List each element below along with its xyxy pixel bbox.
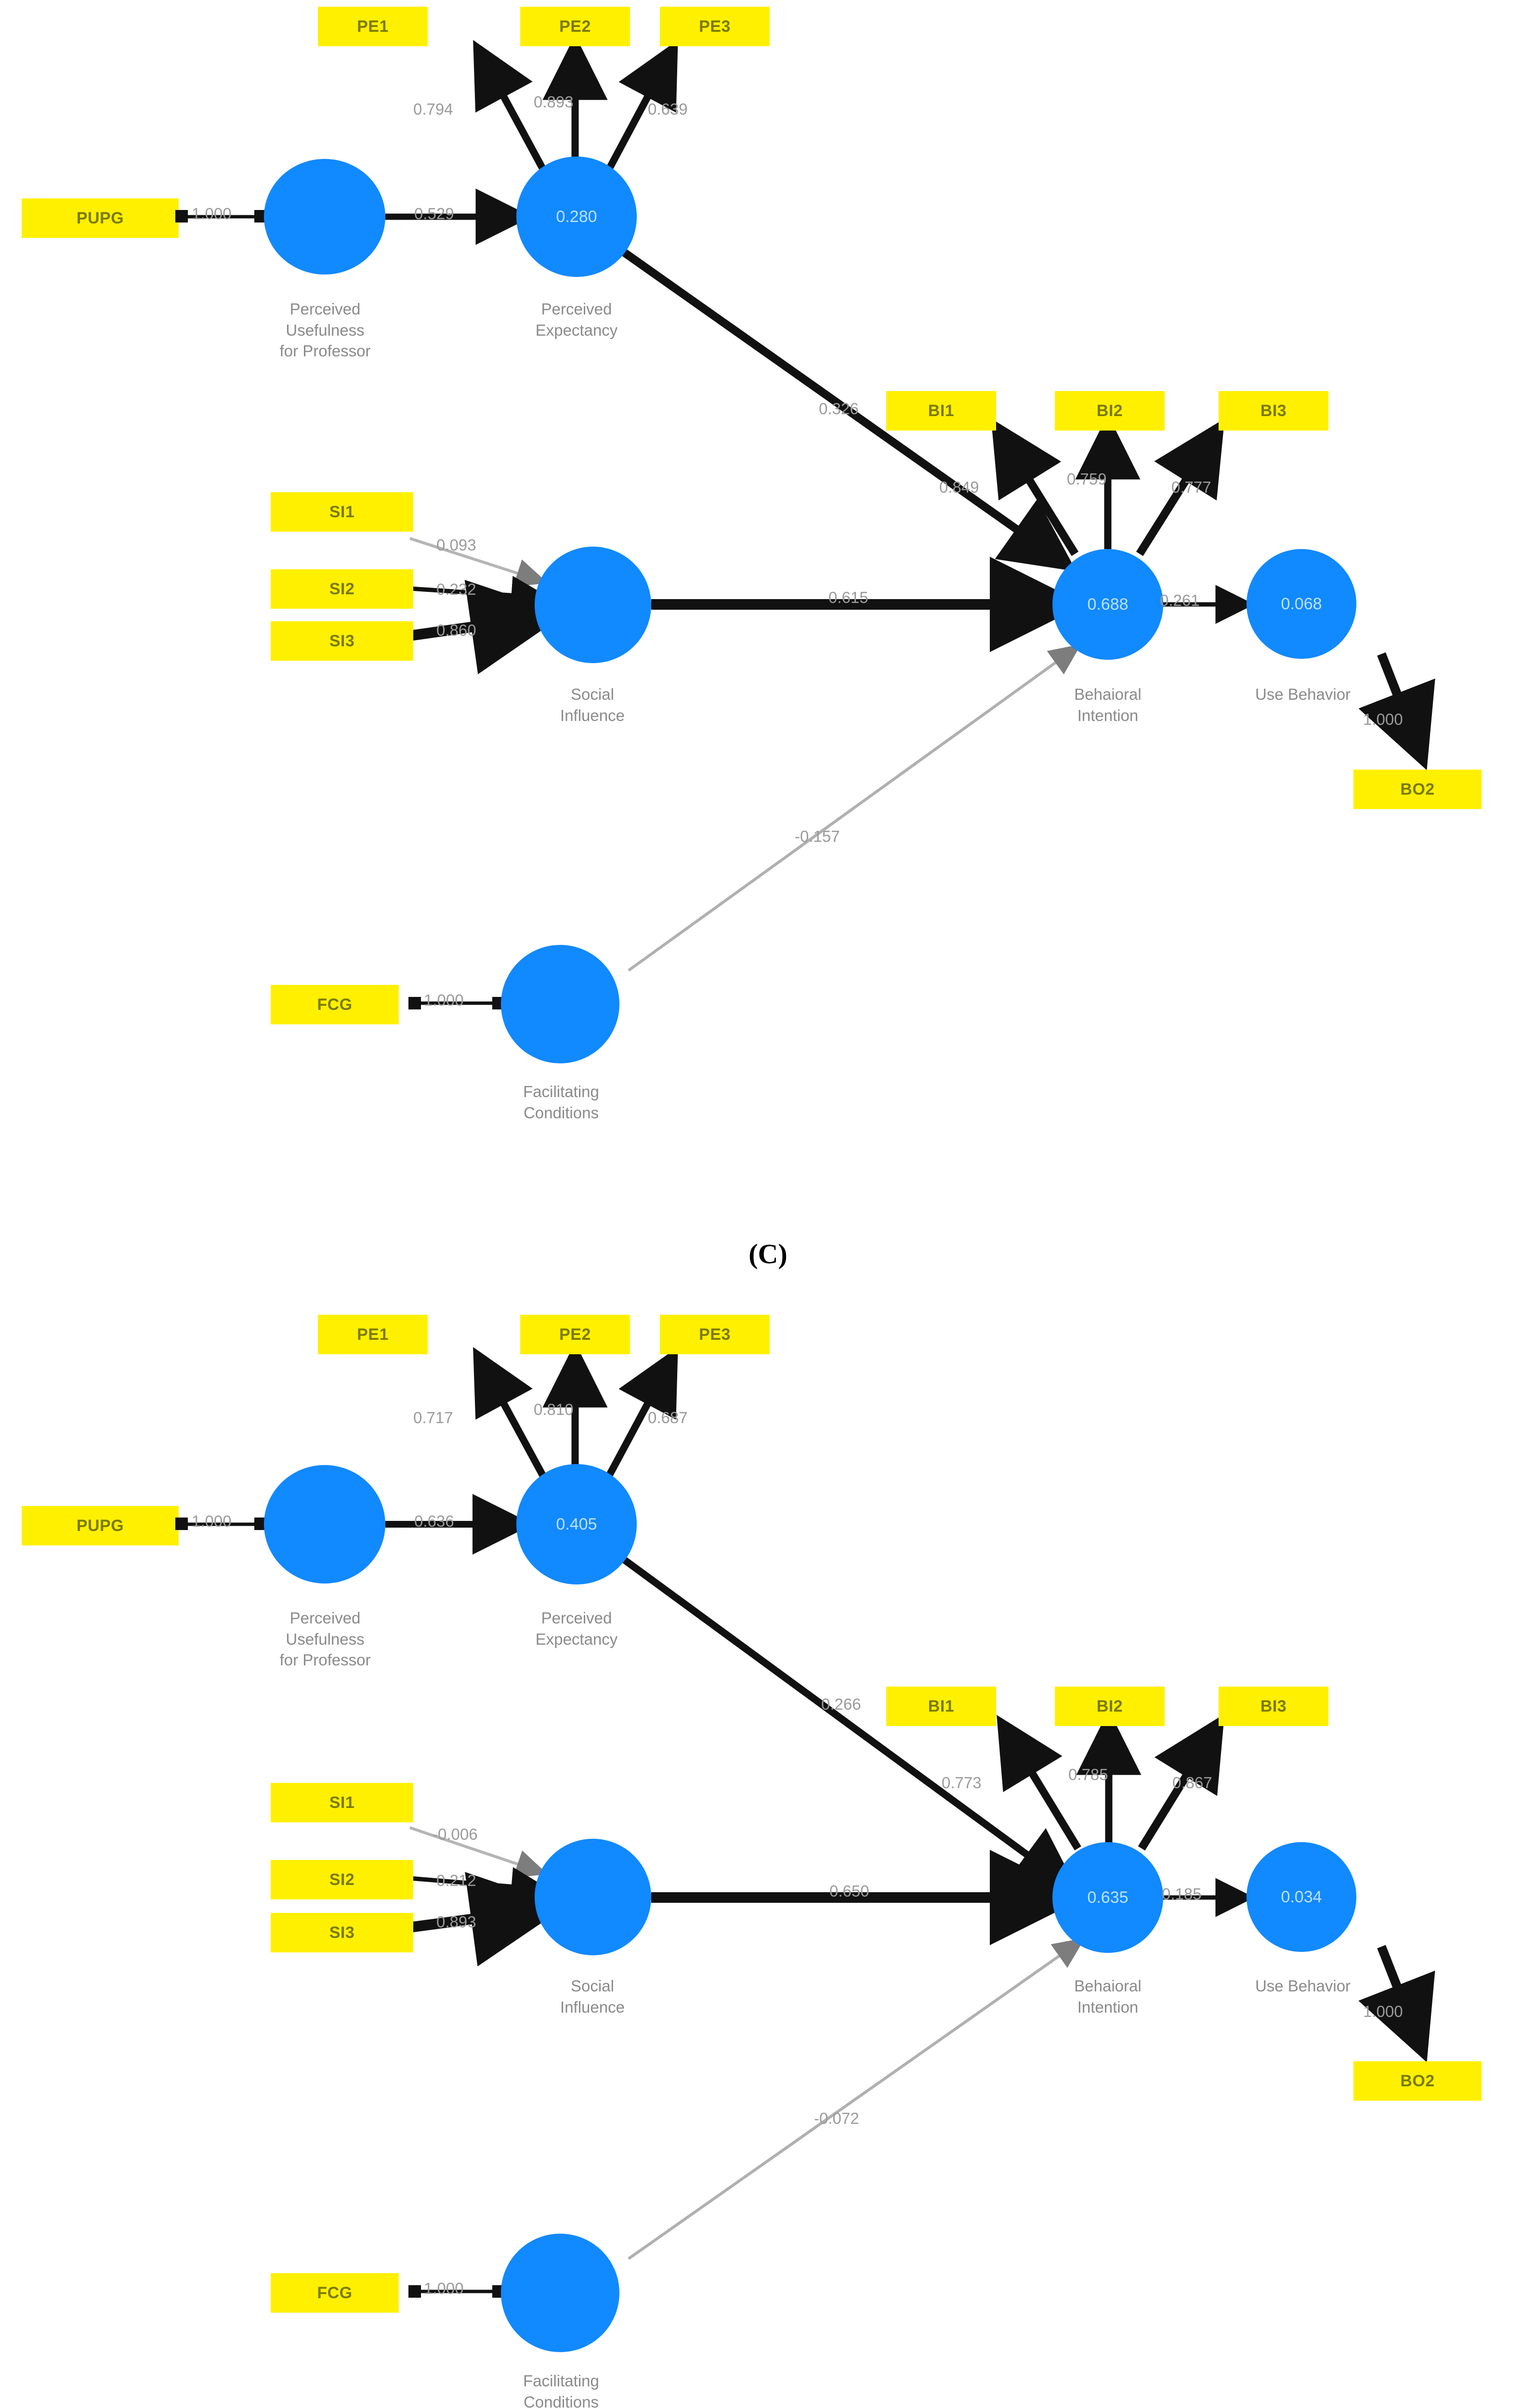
- indicator-pe3[interactable]: PE3: [660, 7, 770, 46]
- construct-perceived-expectancy[interactable]: 0.405: [516, 1464, 637, 1584]
- path-label-pe-pe3: 0.639: [648, 100, 688, 118]
- r2-value: 0.068: [1281, 594, 1322, 613]
- path-label-ub-bo2: 1.000: [1363, 710, 1403, 728]
- construct-perceived-expectancy[interactable]: 0.280: [516, 157, 637, 277]
- r2-value: 0.034: [1281, 1887, 1322, 1906]
- path-label-fcg-fc: 1.000: [424, 2279, 464, 2297]
- panel-c-connectors: [179, 35, 1435, 1005]
- indicator-bi1[interactable]: BI1: [886, 391, 996, 431]
- construct-use-behavior[interactable]: 0.068: [1247, 549, 1356, 659]
- indicator-pe1[interactable]: PE1: [318, 7, 428, 46]
- construct-use-behavior[interactable]: 0.034: [1247, 1842, 1356, 1952]
- path-label-si-bi: 0.650: [829, 1882, 869, 1900]
- path-label-si-si3: 0.860: [436, 621, 476, 639]
- path-label-bi-bi2: 0.785: [1068, 1766, 1108, 1783]
- construct-behavioral-intention[interactable]: 0.635: [1052, 1842, 1163, 1953]
- r2-value: 0.405: [556, 1515, 597, 1533]
- path-label-fcg-fc: 1.000: [424, 991, 464, 1009]
- construct-label-perceived-usefulness: Perceived Usefulness for Professor: [279, 1609, 371, 1669]
- path-label-si-si3: 0.893: [436, 1913, 476, 1931]
- indicator-bi2[interactable]: BI2: [1055, 1687, 1165, 1726]
- path-label-bi-bi1: 0.773: [942, 1774, 982, 1792]
- indicator-si2[interactable]: SI2: [271, 1860, 413, 1899]
- path-label-bi-bi2: 0.759: [1067, 470, 1107, 488]
- path-label-bi-ub: 0.261: [1160, 591, 1200, 609]
- path-label-bi-bi3: 0.777: [1171, 478, 1211, 496]
- indicator-bi1[interactable]: BI1: [886, 1687, 996, 1726]
- path-label-pe-pe1: 0.717: [413, 1409, 453, 1426]
- connector-square-fcg-left: [408, 2285, 421, 2298]
- construct-label-perceived-usefulness: Perceived Usefulness for Professor: [279, 300, 371, 360]
- connector-square-fcg-left: [408, 997, 421, 1009]
- path-label-ub-bo2: 1.000: [1363, 2002, 1403, 2020]
- path-label-pe-pe3: 0.687: [648, 1409, 688, 1426]
- path-label-fc-bi: -0.157: [795, 827, 840, 845]
- construct-label-social-influence: Social Influence: [560, 685, 625, 724]
- indicator-si3[interactable]: SI3: [271, 621, 413, 661]
- indicator-si2[interactable]: SI2: [271, 569, 413, 609]
- indicator-bi3[interactable]: BI3: [1219, 1687, 1328, 1726]
- path-label-pu-pe: 0.636: [414, 1512, 454, 1530]
- r2-value: 0.280: [556, 207, 597, 226]
- indicator-pe3[interactable]: PE3: [660, 1315, 770, 1354]
- indicator-fcg[interactable]: FCG: [271, 2273, 399, 2313]
- indicator-bo2[interactable]: BO2: [1353, 770, 1482, 809]
- path-label-si-si1: 0.093: [436, 536, 476, 554]
- construct-label-social-influence: Social Influence: [560, 1977, 625, 2016]
- construct-label-behavioral-intention: Behaioral Intention: [1074, 685, 1142, 724]
- path-label-si-si2: 0.232: [436, 580, 476, 598]
- path-label-pe-pe2: 0.893: [534, 93, 574, 111]
- path-label-fc-bi: -0.072: [814, 2109, 859, 2127]
- path-label-pe-bi: 0.326: [819, 400, 859, 418]
- construct-label-behavioral-intention: Behaioral Intention: [1074, 1977, 1142, 2016]
- indicator-bo2[interactable]: BO2: [1353, 2061, 1482, 2101]
- panel-d-connectors: [179, 1342, 1435, 2293]
- indicator-pe2[interactable]: PE2: [520, 7, 630, 46]
- path-label-bi-bi3: 0.867: [1172, 1774, 1212, 1792]
- path-label-pe-bi: 0.266: [821, 1695, 861, 1713]
- path-label-pe-pe1: 0.794: [413, 100, 453, 118]
- indicator-pupg[interactable]: PUPG: [22, 1506, 179, 1545]
- indicator-bi3[interactable]: BI3: [1219, 391, 1328, 431]
- path-label-pupg-pu: 1.000: [192, 205, 232, 222]
- construct-behavioral-intention[interactable]: 0.688: [1052, 549, 1163, 660]
- construct-perceived-usefulness[interactable]: [264, 159, 385, 275]
- construct-social-influence[interactable]: [535, 547, 651, 663]
- r2-value: 0.635: [1087, 1888, 1129, 1907]
- construct-social-influence[interactable]: [535, 1839, 651, 1955]
- panel-caption-c: (C): [748, 1238, 788, 1269]
- path-label-bi-bi1: 0.849: [939, 478, 979, 496]
- path-label-si-si1: -0.006: [433, 1825, 478, 1843]
- construct-label-perceived-expectancy: Perceived Expectancy: [535, 1609, 618, 1648]
- r2-value: 0.688: [1087, 595, 1129, 614]
- panel-d: PE1 PE2 PE3 PUPG SI1 SI2 SI3 BI1 BI2 BI3…: [0, 1296, 1536, 2408]
- path-label-pu-pe: 0.529: [414, 205, 454, 222]
- connector-square-left: [175, 1518, 188, 1530]
- construct-perceived-usefulness[interactable]: [264, 1465, 385, 1584]
- construct-facilitating-conditions[interactable]: [501, 2234, 619, 2352]
- indicator-si1[interactable]: SI1: [271, 492, 413, 532]
- indicator-pe2[interactable]: PE2: [520, 1315, 630, 1354]
- indicator-pupg[interactable]: PUPG: [22, 198, 179, 238]
- indicator-si1[interactable]: SI1: [271, 1783, 413, 1822]
- path-label-si-bi: 0.615: [828, 589, 868, 606]
- path-label-si-si2: 0.212: [436, 1871, 476, 1889]
- construct-label-perceived-expectancy: Perceived Expectancy: [535, 300, 618, 339]
- construct-label-facilitating-conditions: Facilitating Conditions: [523, 2372, 599, 2408]
- connector-square-left: [175, 210, 188, 222]
- construct-label-facilitating-conditions: Facilitating Conditions: [523, 1083, 599, 1122]
- path-label-pe-pe2: 0.810: [534, 1400, 574, 1418]
- indicator-fcg[interactable]: FCG: [271, 985, 399, 1024]
- panel-c: PE1 PE2 PE3 PUPG SI1 SI2 SI3 BI1 BI2 BI3…: [22, 7, 1482, 1269]
- construct-label-use-behavior: Use Behavior: [1255, 685, 1351, 703]
- construct-label-use-behavior: Use Behavior: [1255, 1977, 1351, 1995]
- indicator-si3[interactable]: SI3: [271, 1913, 413, 1952]
- construct-facilitating-conditions[interactable]: [501, 945, 619, 1063]
- path-label-pupg-pu: 1.000: [192, 1512, 232, 1530]
- indicator-bi2[interactable]: BI2: [1055, 391, 1165, 431]
- path-label-bi-ub: 0.185: [1162, 1885, 1202, 1903]
- indicator-pe1[interactable]: PE1: [318, 1315, 428, 1354]
